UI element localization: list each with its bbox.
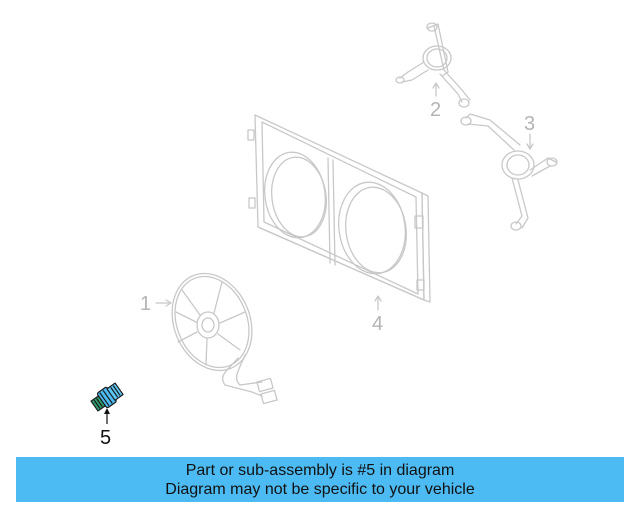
motor-bracket-upper-drawing[interactable] (395, 22, 471, 108)
callout-1[interactable]: 1 (140, 293, 152, 315)
motor-bracket-lower-drawing[interactable] (460, 113, 558, 231)
fan-shroud-drawing[interactable] (247, 114, 431, 311)
info-banner: Part or sub-assembly is #5 in diagram Di… (16, 457, 624, 502)
callout-4[interactable]: 4 (372, 313, 384, 335)
sensor-switch-drawing[interactable] (89, 381, 124, 424)
callout-2[interactable]: 2 (430, 99, 442, 121)
banner-disclaimer-text: Diagram may not be specific to your vehi… (165, 481, 475, 498)
fan-assembly-drawing[interactable] (155, 261, 278, 405)
callout-5[interactable]: 5 (100, 427, 112, 449)
banner-part-text: Part or sub-assembly is #5 in diagram (185, 462, 455, 479)
callout-3[interactable]: 3 (524, 113, 536, 135)
